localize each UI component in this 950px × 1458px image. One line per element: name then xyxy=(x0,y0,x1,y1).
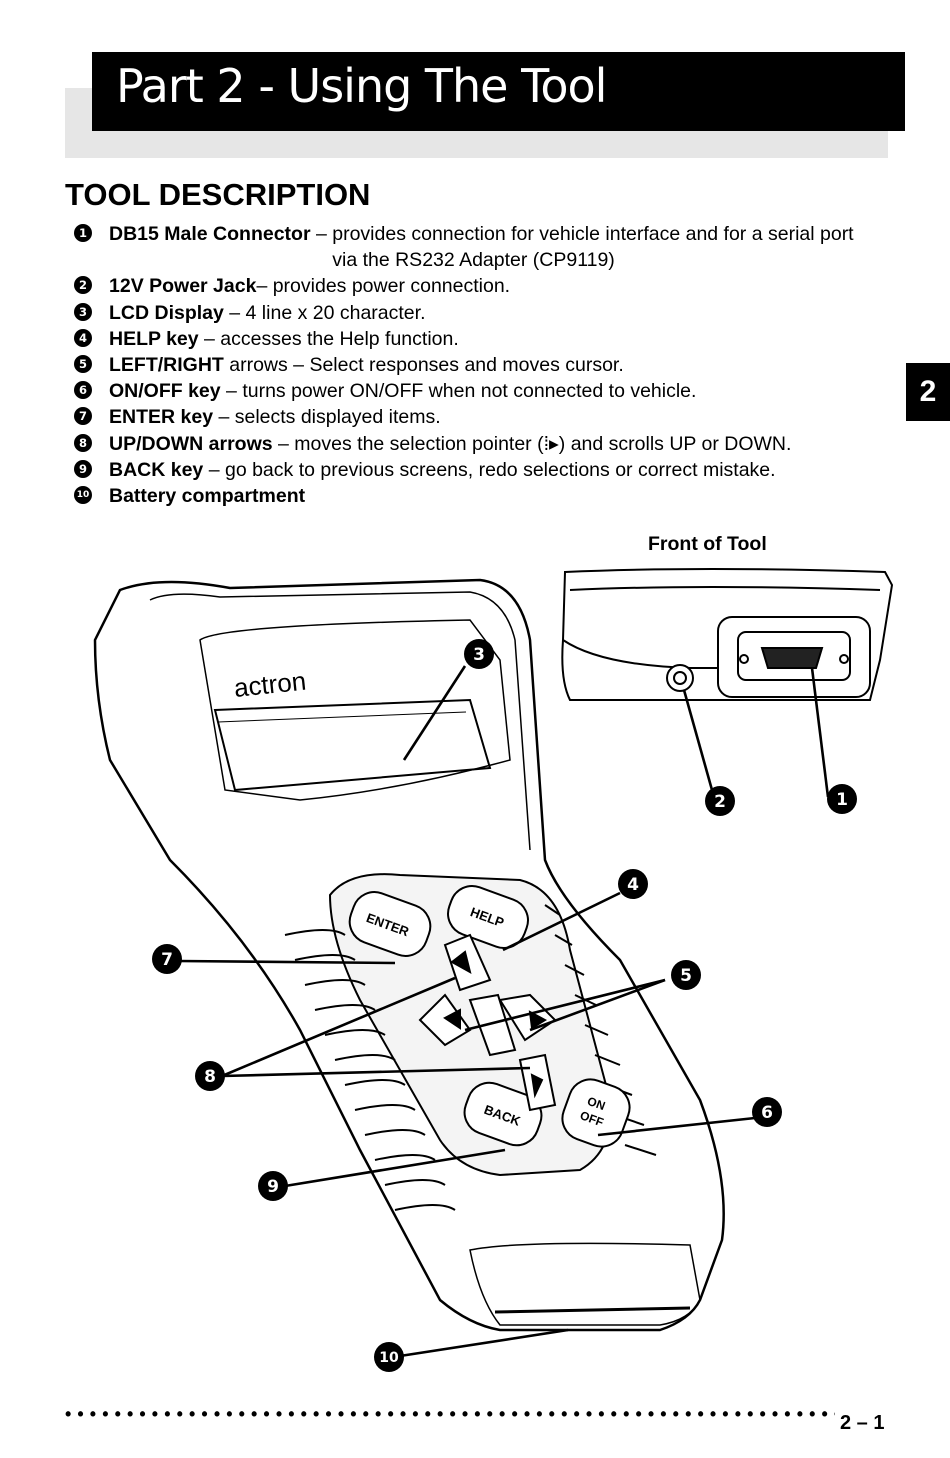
handheld-tool-drawing xyxy=(93,578,725,1332)
item-term: ENTER key xyxy=(109,406,214,429)
item-term: HELP key xyxy=(109,327,199,350)
header-bar xyxy=(92,52,905,131)
list-item: 7 ENTER key – selects displayed items. xyxy=(74,404,904,430)
front-of-tool-label: Front of Tool xyxy=(648,533,767,555)
number-badge: 2 xyxy=(74,276,92,295)
number-badge: 8 xyxy=(74,433,92,452)
list-item: 1 DB15 Male Connector – provides connect… xyxy=(74,221,904,273)
item-desc: accesses the Help function. xyxy=(220,327,459,350)
item-desc: arrows – Select responses and moves curs… xyxy=(229,354,624,377)
page-title: Part 2 - Using The Tool xyxy=(116,59,607,113)
item-term: DB15 Male Connector xyxy=(109,223,311,245)
item-sep: – xyxy=(213,406,235,429)
callout-7-text: 7 xyxy=(161,950,173,970)
callout-2-text: 2 xyxy=(714,792,726,812)
front-of-tool-drawing xyxy=(561,568,894,701)
callout-7-icon xyxy=(152,944,182,974)
item-sep: – xyxy=(220,380,243,403)
callout-2-icon xyxy=(705,786,735,816)
number-badge: 9 xyxy=(74,459,92,478)
callout-6-text: 6 xyxy=(761,1103,773,1123)
callout-8-icon xyxy=(195,1061,225,1091)
item-term: Battery compartment xyxy=(109,485,306,508)
list-item: 9 BACK key – go back to previous screens… xyxy=(74,457,904,483)
tool-illustration: actron ENTER HELP BACK ON OFF 1 2 xyxy=(93,568,894,1372)
callout-4-text: 4 xyxy=(627,875,639,895)
callout-10-text: 10 xyxy=(379,1350,399,1366)
number-badge: 3 xyxy=(74,302,92,321)
callout-8-text: 8 xyxy=(204,1067,216,1087)
item-desc: selects displayed items. xyxy=(234,406,441,429)
item-sep: – xyxy=(272,432,295,455)
list-item: 8 UP/DOWN arrows – moves the selection p… xyxy=(74,431,904,457)
item-sep: – xyxy=(223,301,246,324)
list-item: 5 LEFT/RIGHT arrows – Select responses a… xyxy=(74,352,904,378)
item-desc: turns power ON/OFF when not connected to… xyxy=(242,380,697,403)
tool-description-list: 1 DB15 Male Connector – provides connect… xyxy=(74,221,904,509)
footer-dot-leader: ••••••••••••••••••••••••••••••••••••••••… xyxy=(65,1404,835,1424)
callout-9-icon xyxy=(258,1171,288,1201)
item-term: LCD Display xyxy=(109,301,224,324)
item-term: ON/OFF key xyxy=(109,380,221,403)
callout-3-icon xyxy=(464,639,494,669)
item-sep: – xyxy=(203,458,225,481)
callout-6-icon xyxy=(752,1097,782,1127)
number-badge: 10 xyxy=(74,486,92,505)
number-badge: 5 xyxy=(74,355,92,374)
number-badge: 1 xyxy=(74,224,92,242)
list-item: 10 Battery compartment xyxy=(74,483,904,509)
item-term: UP/DOWN arrows xyxy=(109,432,273,455)
callout-5-icon xyxy=(671,960,701,990)
section-title: TOOL DESCRIPTION xyxy=(65,177,371,212)
item-desc: provides power connection. xyxy=(272,275,511,298)
item-term: BACK key xyxy=(109,458,204,481)
item-desc: go back to previous screens, redo select… xyxy=(224,458,776,481)
item-desc: moves the selection pointer (⁞▸) and scr… xyxy=(294,432,792,455)
item-desc: provides connection for vehicle interfac… xyxy=(332,223,854,272)
list-item: 6 ON/OFF key – turns power ON/OFF when n… xyxy=(74,378,904,404)
callout-4-icon xyxy=(618,869,648,899)
list-item: 2 12V Power Jack– provides power connect… xyxy=(74,273,904,299)
chapter-tab: 2 xyxy=(906,363,950,421)
item-sep: – xyxy=(256,275,273,298)
callout-badges xyxy=(152,639,857,1372)
callout-1-text: 1 xyxy=(836,790,848,810)
number-badge: 4 xyxy=(74,328,92,347)
item-term: 12V Power Jack xyxy=(109,275,257,298)
callout-5-text: 5 xyxy=(680,966,692,986)
item-term: LEFT/RIGHT xyxy=(109,354,224,377)
item-desc: 4 line x 20 character. xyxy=(245,301,426,324)
list-item: 4 HELP key – accesses the Help function. xyxy=(74,326,904,352)
number-badge: 6 xyxy=(74,381,92,400)
list-item: 3 LCD Display – 4 line x 20 character. xyxy=(74,300,904,326)
callout-10-icon xyxy=(374,1342,404,1372)
callout-1-icon xyxy=(827,784,857,814)
item-sep: – xyxy=(310,223,333,245)
callout-9-text: 9 xyxy=(267,1177,279,1197)
callout-3-text: 3 xyxy=(473,645,485,665)
callout-leader-lines xyxy=(177,665,830,1358)
on-key-label: ON xyxy=(585,1094,607,1113)
item-sep: – xyxy=(198,327,221,350)
page-number: 2 – 1 xyxy=(840,1412,885,1434)
number-badge: 7 xyxy=(74,407,92,426)
